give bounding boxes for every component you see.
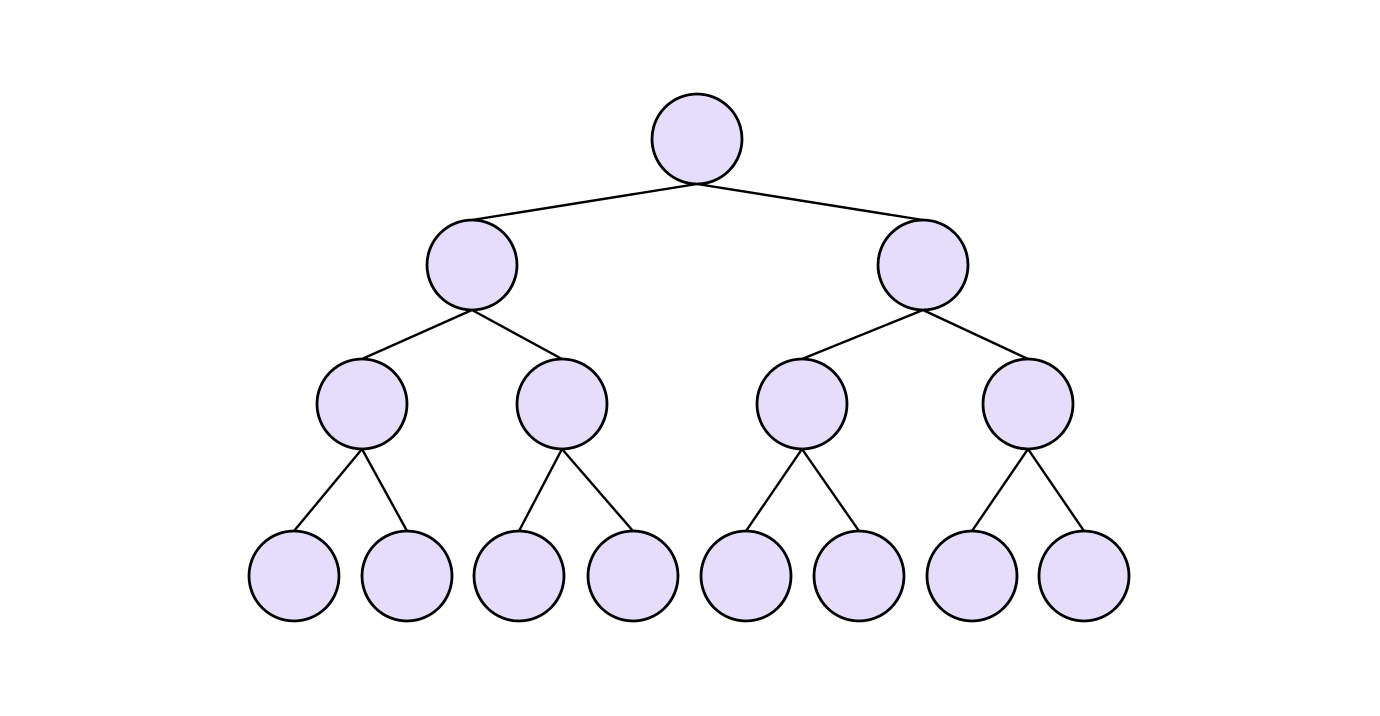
tree-edge	[744, 447, 804, 533]
tree-edges-layer	[292, 182, 1086, 533]
tree-node	[812, 529, 906, 623]
tree-edge	[560, 447, 635, 533]
tree-node	[925, 529, 1019, 623]
tree-edge	[470, 182, 699, 222]
tree-edge	[800, 308, 925, 361]
tree-edge	[360, 447, 409, 533]
tree-node	[247, 529, 341, 623]
tree-nodes-layer	[247, 92, 1131, 623]
tree-node	[515, 357, 609, 451]
tree-edge	[1026, 447, 1086, 533]
tree-node	[472, 529, 566, 623]
tree-edge	[970, 447, 1030, 533]
tree-edge	[360, 308, 474, 361]
tree-edge	[921, 308, 1030, 361]
tree-edge	[517, 447, 564, 533]
tree-node	[360, 529, 454, 623]
tree-node	[981, 357, 1075, 451]
tree-node	[876, 218, 970, 312]
tree-node	[425, 218, 519, 312]
tree-node	[699, 529, 793, 623]
tree-node	[1037, 529, 1131, 623]
tree-edge	[800, 447, 861, 533]
tree-edge	[292, 447, 364, 533]
tree-node	[650, 92, 744, 186]
tree-node	[315, 357, 409, 451]
tree-edge	[695, 182, 925, 222]
tree-edge	[470, 308, 564, 361]
tree-node	[755, 357, 849, 451]
tree-node	[586, 529, 680, 623]
